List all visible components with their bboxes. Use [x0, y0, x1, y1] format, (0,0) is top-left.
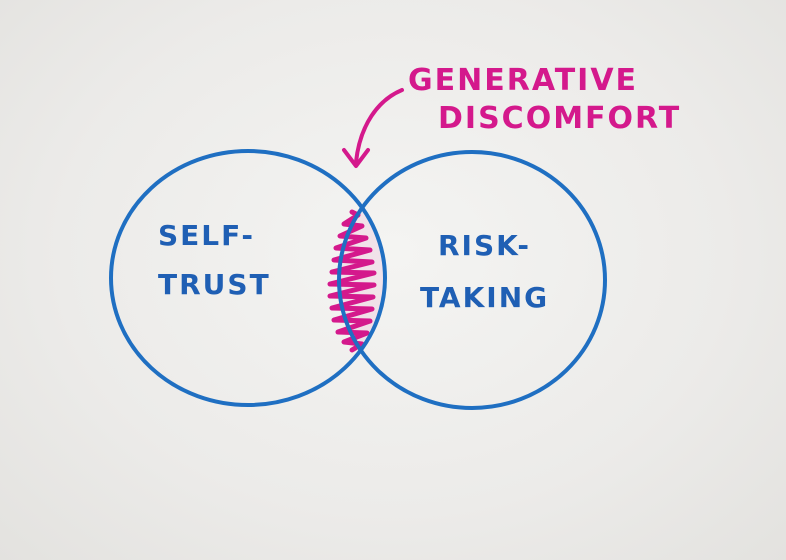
intersection-highlight: [327, 152, 385, 405]
arrow-head-icon: [342, 148, 370, 168]
right-label-line-2: TAKING: [420, 281, 549, 314]
left-label-line-1: SELF-: [158, 219, 255, 252]
right-label-line-1: RISK-: [438, 229, 531, 262]
left-circle: [109, 149, 387, 407]
intersection-scribble: [327, 209, 377, 353]
right-circle: [337, 150, 607, 410]
title-line-1: GENERATIVE: [408, 63, 638, 98]
title-line-2: DISCOMFORT: [438, 101, 681, 136]
arrow-shaft: [354, 88, 404, 164]
left-label-line-2: TRUST: [158, 268, 271, 301]
